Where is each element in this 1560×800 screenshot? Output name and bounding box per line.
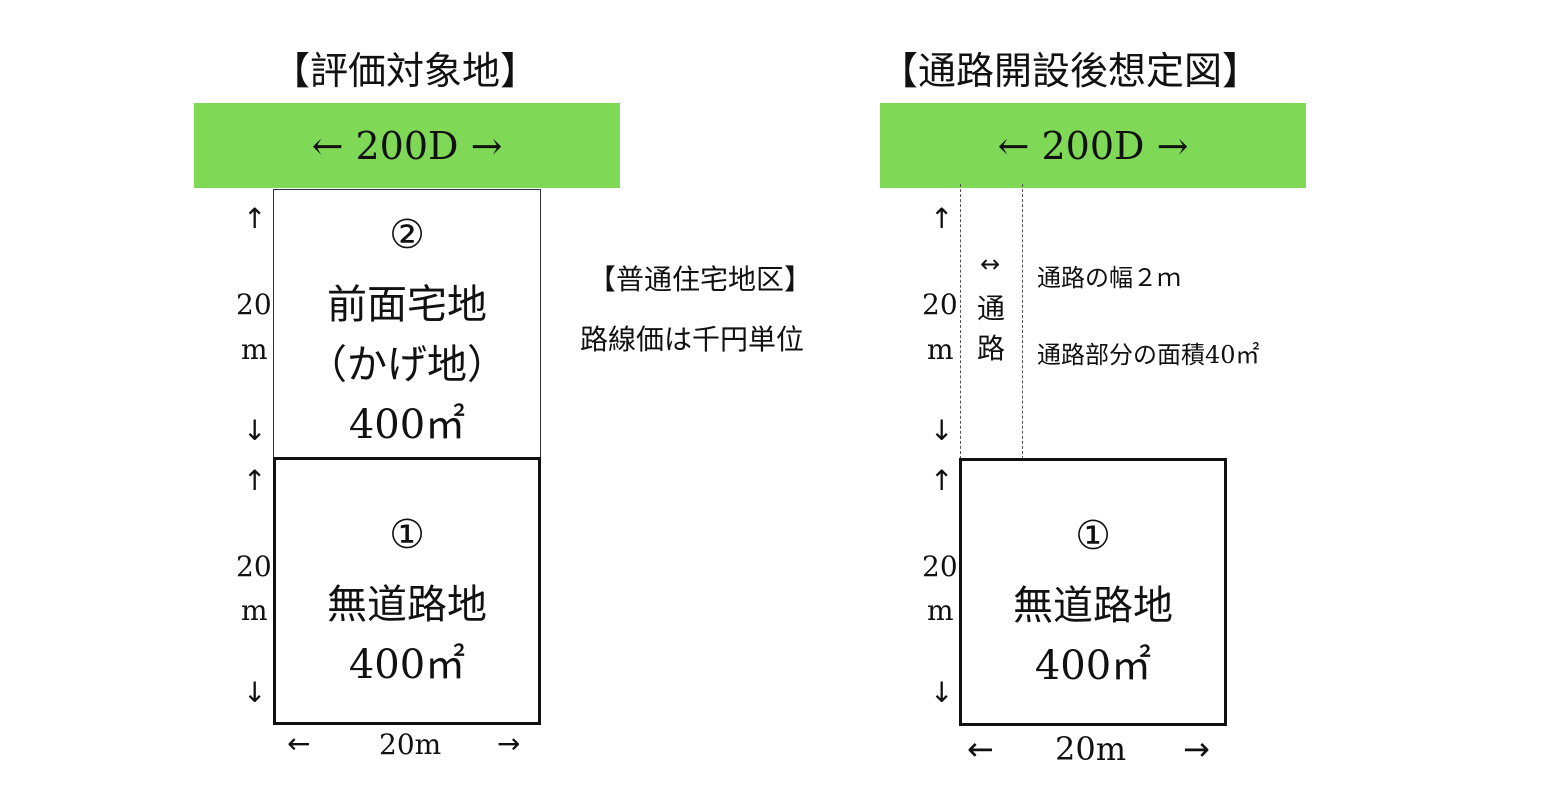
left-width-left-arrow: ← bbox=[287, 727, 311, 760]
left-bottom-down-arrow: ↓ bbox=[243, 676, 267, 709]
left-road: ← 200D → bbox=[194, 103, 620, 188]
right-top-dim-value: 20 bbox=[922, 288, 958, 321]
right-road: ← 200D → bbox=[880, 103, 1306, 188]
left-bottom-up-arrow: ↑ bbox=[243, 464, 267, 497]
front-plot: ② 前面宅地 （かげ地） 400㎡ bbox=[273, 189, 541, 459]
right-main-plot: ① 無道路地 400㎡ bbox=[959, 458, 1227, 726]
left-main-plot-area: 400㎡ bbox=[348, 642, 466, 688]
right-bottom-dim-value: 20 bbox=[922, 550, 958, 583]
right-top-dim-unit: m bbox=[927, 333, 954, 366]
right-main-plot-area: 400㎡ bbox=[1034, 643, 1152, 689]
zone-label: 【普通住宅地区】 bbox=[588, 263, 813, 296]
left-top-dim-value: 20 bbox=[236, 288, 272, 321]
right-bottom-up-arrow: ↑ bbox=[930, 464, 954, 497]
right-top-up-arrow: ↑ bbox=[930, 202, 954, 235]
left-bottom-dim-unit: m bbox=[241, 594, 268, 627]
passage-area-note: 通路部分の面積40㎡ bbox=[1037, 341, 1260, 369]
right-main-plot-number: ① bbox=[1075, 513, 1111, 559]
right-title: 【通路開設後想定図】 bbox=[880, 49, 1261, 93]
left-main-plot: ① 無道路地 400㎡ bbox=[273, 457, 541, 725]
front-plot-number: ② bbox=[389, 212, 425, 258]
right-width-right-arrow: → bbox=[1183, 730, 1210, 768]
passage-char-1: 通 bbox=[977, 292, 1006, 325]
left-bottom-dim-value: 20 bbox=[236, 550, 272, 583]
left-road-label: ← 200D → bbox=[311, 123, 503, 168]
passage-width-arrow: ↔ bbox=[980, 250, 1001, 278]
passage-char-2: 路 bbox=[977, 332, 1006, 365]
right-bottom-dim-unit: m bbox=[927, 594, 954, 627]
right-road-label: ← 200D → bbox=[997, 123, 1189, 168]
passage-width-note: 通路の幅２ｍ bbox=[1037, 264, 1181, 292]
right-width-value: 20m bbox=[1055, 730, 1127, 768]
left-top-dim-unit: m bbox=[241, 333, 268, 366]
passage-right-line bbox=[1022, 184, 1023, 464]
front-plot-area: 400㎡ bbox=[348, 402, 466, 448]
unit-note: 路線価は千円単位 bbox=[580, 323, 805, 356]
left-width-value: 20m bbox=[379, 728, 442, 761]
left-main-plot-name: 無道路地 bbox=[327, 582, 487, 628]
left-title: 【評価対象地】 bbox=[272, 49, 539, 93]
right-main-plot-name: 無道路地 bbox=[1013, 583, 1173, 629]
left-width-right-arrow: → bbox=[497, 727, 521, 760]
front-plot-name: 前面宅地 bbox=[327, 282, 487, 328]
left-main-plot-number: ① bbox=[389, 512, 425, 558]
right-top-down-arrow: ↓ bbox=[930, 414, 954, 447]
front-plot-note: （かげ地） bbox=[307, 342, 507, 388]
right-width-left-arrow: ← bbox=[967, 730, 994, 768]
left-top-down-arrow: ↓ bbox=[243, 414, 267, 447]
passage-left-line bbox=[960, 184, 961, 459]
left-top-up-arrow: ↑ bbox=[243, 202, 267, 235]
right-bottom-down-arrow: ↓ bbox=[930, 676, 954, 709]
